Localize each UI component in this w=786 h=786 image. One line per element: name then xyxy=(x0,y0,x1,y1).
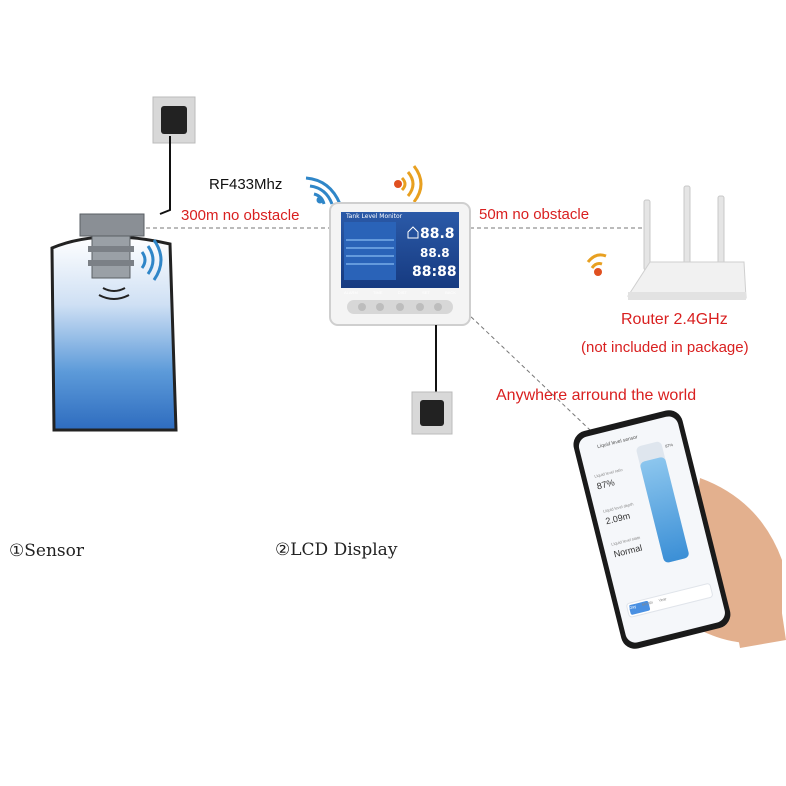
display-caption: ②LCD Display xyxy=(275,540,398,560)
phone-tab-day[interactable]: Day xyxy=(628,603,637,611)
sensor-range-label: 300m no obstacle xyxy=(181,207,300,224)
router-label: Router 2.4GHz xyxy=(621,311,728,328)
wifi-icon xyxy=(394,165,423,203)
power-outlet-icon xyxy=(152,96,196,144)
lcd-button-label: BACK xyxy=(445,290,456,295)
lcd-button-label: TIME xyxy=(372,290,383,295)
phone-tab-year[interactable]: Year xyxy=(657,596,668,603)
lcd-digits-mid: 88.8 xyxy=(420,246,450,260)
wifi-icon xyxy=(140,239,163,281)
phone-depth-value: 2.09m xyxy=(604,510,632,527)
display-to-phone-line xyxy=(465,311,591,431)
wifi-icon xyxy=(586,253,607,276)
phone-bar-percent: 87% xyxy=(664,441,674,449)
router-icon xyxy=(627,185,747,300)
sensor-caption: ①Sensor xyxy=(9,541,84,561)
ultrasonic-sensor xyxy=(79,213,145,279)
anywhere-label: Anywhere arround the world xyxy=(496,387,697,404)
phone-tab-month[interactable]: Month xyxy=(641,599,654,608)
rf-frequency-label: RF433Mhz xyxy=(209,176,283,193)
smartphone-icon xyxy=(573,410,786,649)
router-note-label: (not included in package) xyxy=(581,339,749,356)
phone-level-value: 87% xyxy=(595,477,616,492)
lcd-display-device xyxy=(329,202,471,326)
connection-lines xyxy=(146,227,648,431)
phone-tabs: Day Month Year xyxy=(629,585,712,610)
power-outlet-icon xyxy=(411,391,453,435)
lcd-digits-time: 88:88 xyxy=(412,264,457,280)
wifi-icon xyxy=(305,176,342,205)
house-icon xyxy=(407,226,419,239)
lcd-button-label: SET xyxy=(422,290,430,295)
lcd-button-label: DIST xyxy=(397,290,407,295)
lcd-title: Tank Level Monitor xyxy=(346,213,403,220)
lcd-digits-top: 88.8 xyxy=(420,226,455,242)
phone-header: Liquid level sensor xyxy=(596,434,639,451)
phone-level-label: Liquid level ratio xyxy=(593,466,624,479)
sensor-cable xyxy=(159,136,171,215)
wifi-range-label: 50m no obstacle xyxy=(479,206,590,223)
sensor-wave-icon xyxy=(98,287,130,300)
lcd-buttons xyxy=(347,300,453,314)
lcd-button-labels: ALARM TIME DIST SET BACK xyxy=(344,290,456,295)
lcd-button-label: ALARM xyxy=(344,290,358,295)
